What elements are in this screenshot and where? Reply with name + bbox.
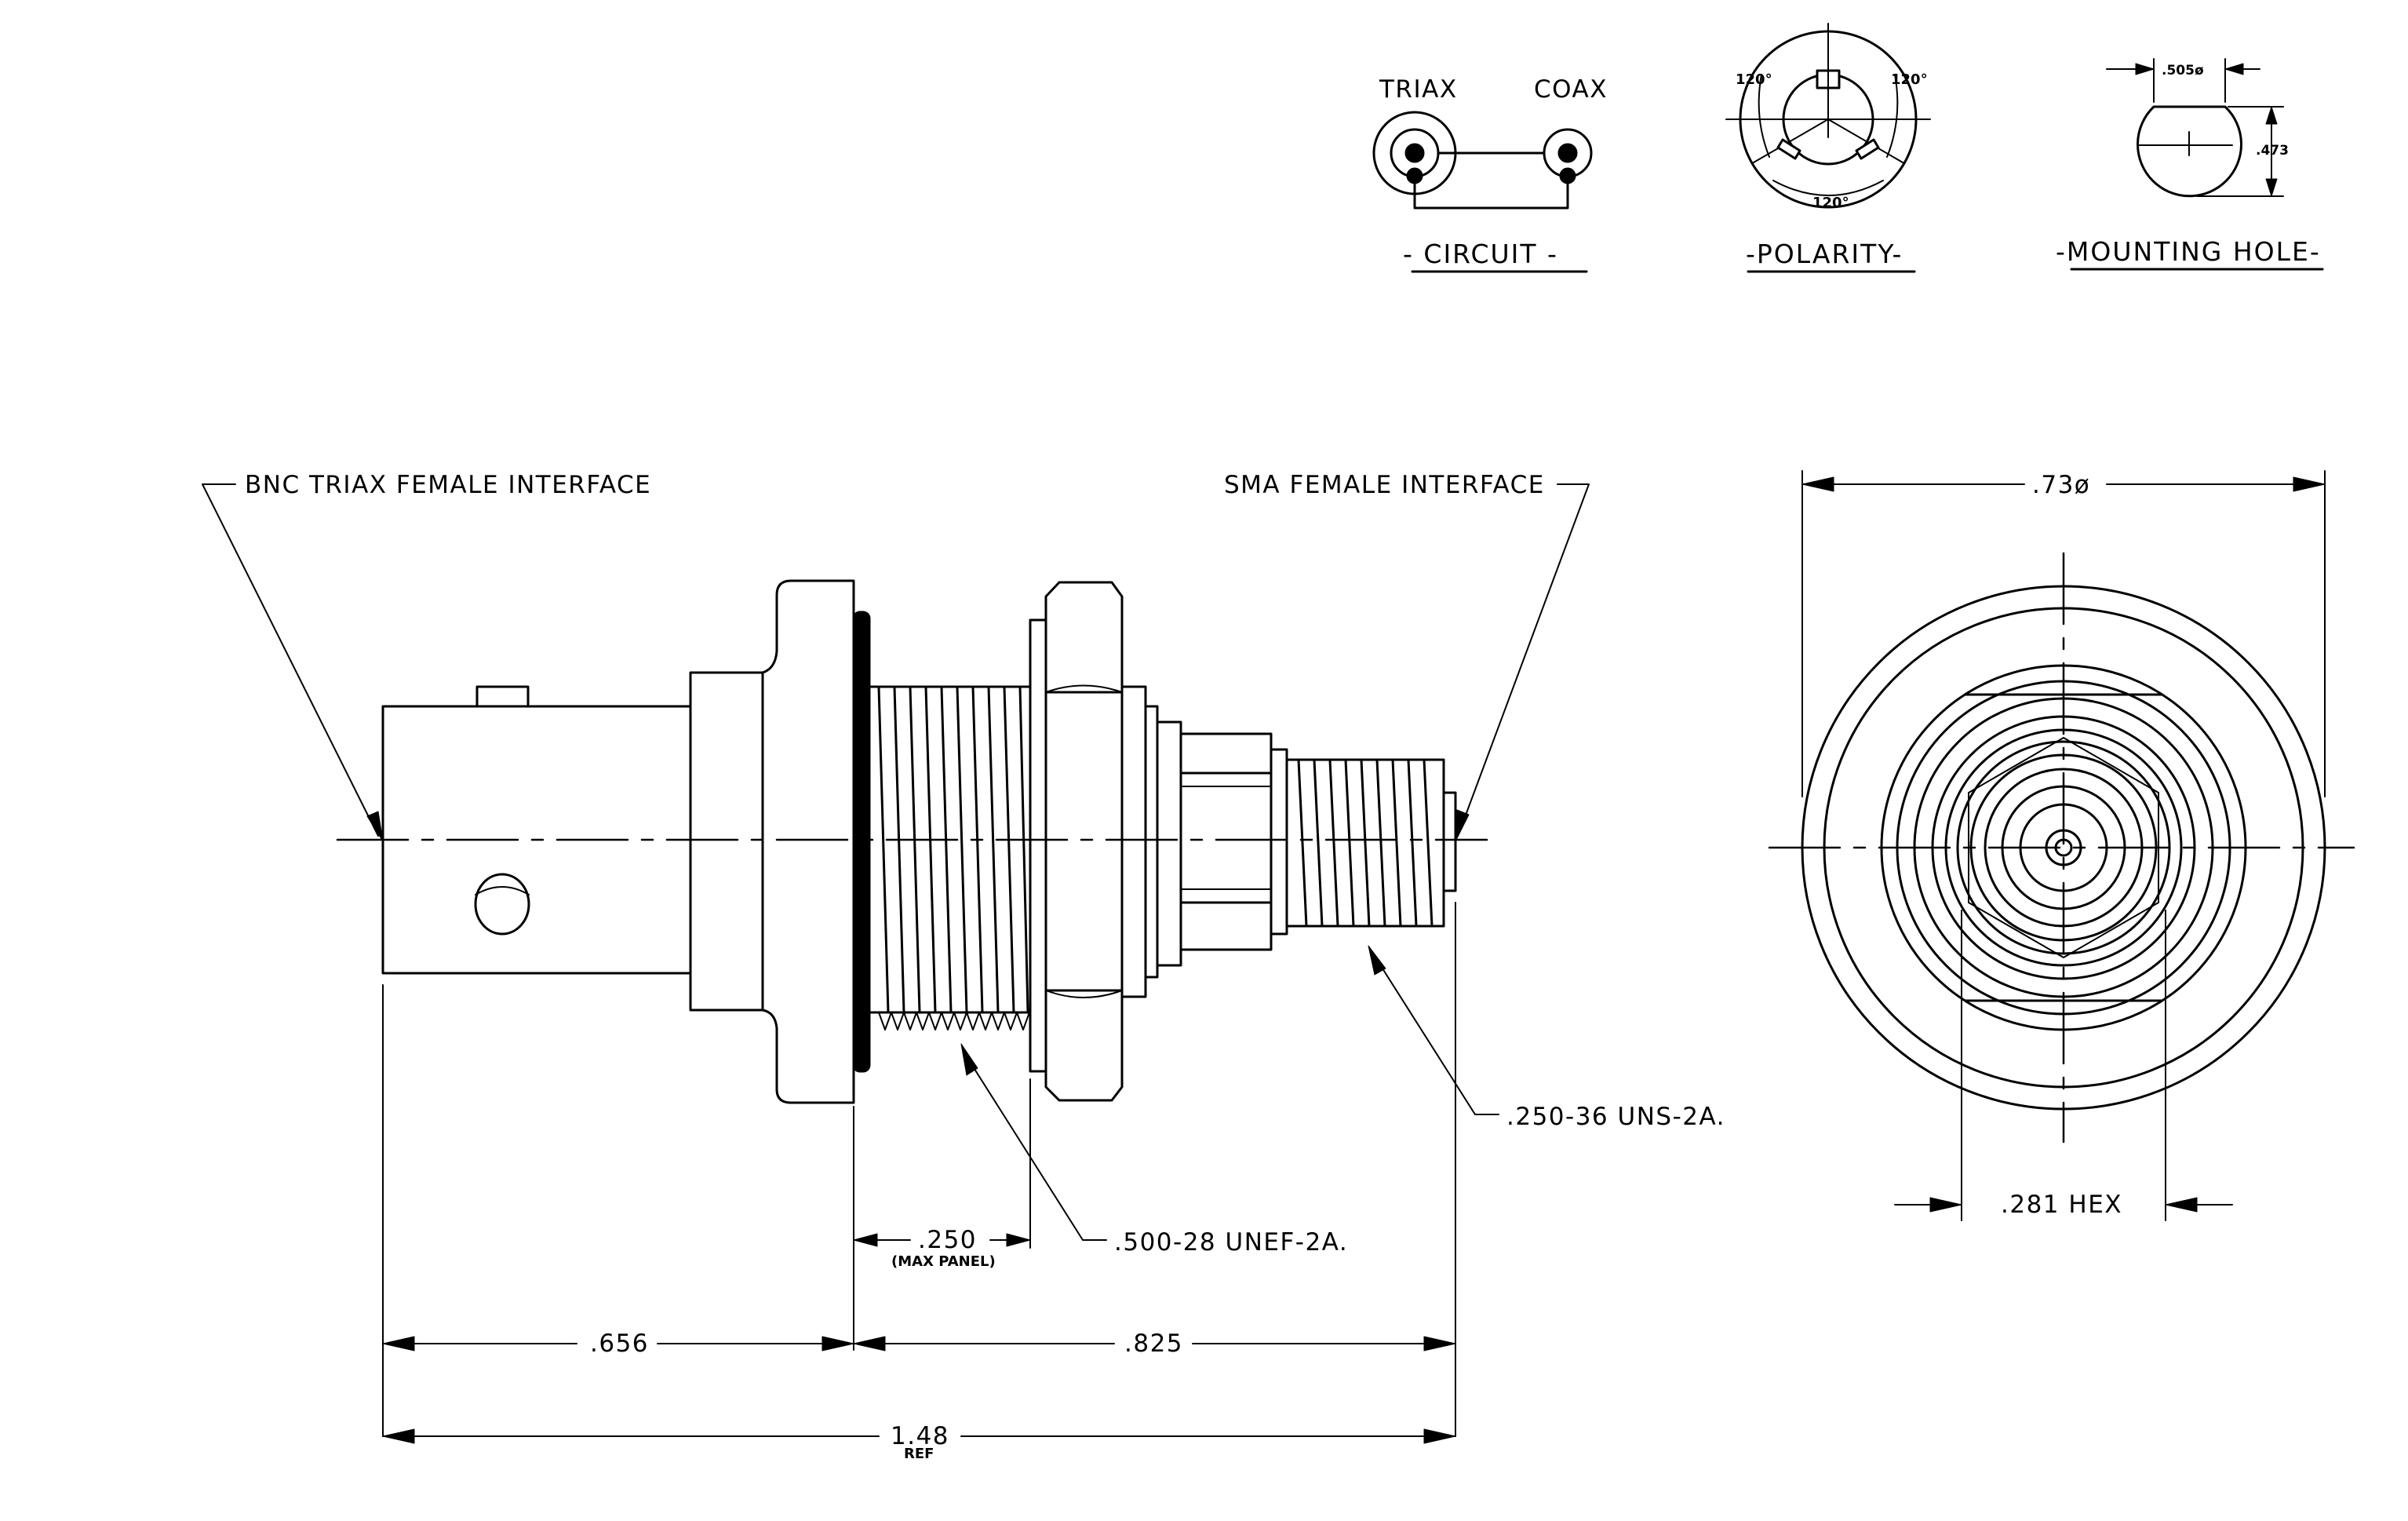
thread-lines-small	[1297, 758, 1434, 928]
polarity-angle-bottom: 120°	[1812, 195, 1849, 211]
circuit-title: - CIRCUIT -	[1403, 239, 1558, 269]
thread-large-label: .500-28 UNEF-2A.	[1114, 1228, 1348, 1257]
polarity-diagram: 120° 120° 120° -POLARITY-	[1725, 23, 1931, 273]
dim-right: .825	[1124, 1330, 1183, 1358]
end-view: .73ø .281 HEX	[1768, 470, 2355, 1221]
dim-left: .656	[590, 1330, 649, 1358]
mounting-hole-diameter: .505ø	[2162, 63, 2204, 78]
bnc-callout-label: BNC TRIAX FEMALE INTERFACE	[245, 471, 651, 499]
polarity-angle-upper-left: 120°	[1736, 71, 1772, 88]
polarity-angle-upper-right: 120°	[1891, 71, 1928, 88]
mounting-hole-diagram: .505ø .473 -MOUNTING HOLE-	[2056, 58, 2324, 271]
side-view: BNC TRIAX FEMALE INTERFACE SMA FEMALE IN…	[202, 471, 1725, 1462]
panel-note: (MAX PANEL)	[891, 1253, 996, 1270]
thread-small-label: .250-36 UNS-2A.	[1506, 1103, 1725, 1131]
sma-callout-label: SMA FEMALE INTERFACE	[1224, 471, 1545, 499]
coax-label: COAX	[1534, 75, 1608, 104]
panel-dim: .250	[918, 1226, 977, 1254]
end-view-hex: .281 HEX	[2001, 1191, 2122, 1219]
polarity-title: -POLARITY-	[1746, 239, 1903, 269]
end-view-diameter: .73ø	[2032, 471, 2090, 499]
mounting-hole-title: -MOUNTING HOLE-	[2056, 236, 2321, 267]
dim-total-note: REF	[904, 1446, 934, 1462]
triax-label: TRIAX	[1379, 75, 1458, 104]
circuit-diagram: TRIAX COAX - CIRCUIT -	[1372, 75, 1608, 273]
dim-total: 1.48	[891, 1422, 949, 1450]
thread-lines-large	[877, 685, 1029, 1014]
mounting-hole-flat: .473	[2256, 143, 2289, 159]
